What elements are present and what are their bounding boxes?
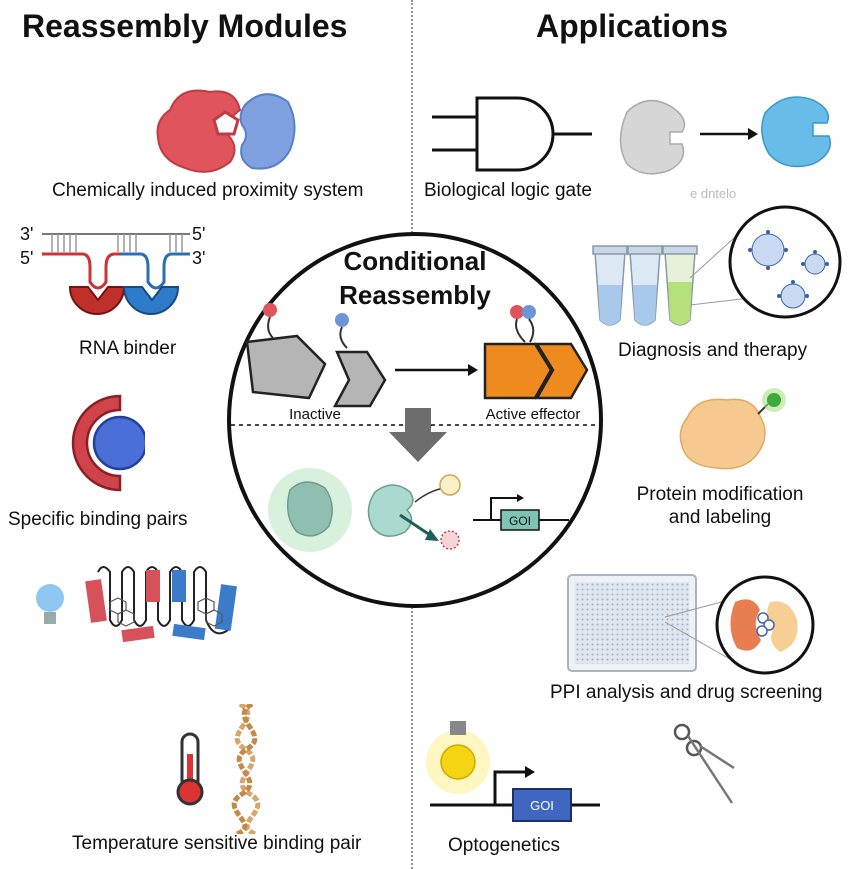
goi-opto-label: GOI <box>530 798 554 813</box>
logic-gate-icon <box>432 96 758 175</box>
rna-label-3-top: 3' <box>20 224 33 244</box>
diagnosis-icon <box>592 205 842 326</box>
module-label-chemical: Chemically induced proximity system <box>52 180 364 201</box>
app-label-protein-modification-1: Protein modification <box>636 484 804 505</box>
optogenetics-icon: GOI <box>426 721 600 822</box>
center-title-line2: Reassembly <box>339 280 491 310</box>
center-title-line1: Conditional <box>344 246 487 276</box>
rna-label-5-bottom: 5' <box>20 248 33 268</box>
chemical-proximity-icon <box>156 89 296 173</box>
app-label-protein-modification-2: and labeling <box>668 507 772 528</box>
rna-label-5-top: 5' <box>192 224 205 244</box>
binding-pair-icon <box>71 394 145 492</box>
active-protein-icon <box>761 96 831 168</box>
thermometer-helix-icon <box>176 704 261 834</box>
conditional-reassembly-circle: Conditional Reassembly Inactive Active e… <box>227 232 603 608</box>
module-label-rna: RNA binder <box>79 338 177 359</box>
goi-center-label: GOI <box>509 514 531 528</box>
inactive-label: Inactive <box>289 406 341 423</box>
app-label-ppi: PPI analysis and drug screening <box>550 682 823 703</box>
rna-binder-icon: 3' 5' 5' 3' <box>20 224 205 315</box>
logic-gate-faint-text: e dntelo <box>690 186 737 201</box>
protein-modification-icon <box>679 388 786 470</box>
active-effector-label: Active effector <box>486 406 581 423</box>
app-label-logic-gate: Biological logic gate <box>424 180 592 201</box>
left-section-title: Reassembly Modules <box>22 8 348 44</box>
rna-label-3-bottom: 3' <box>192 248 205 268</box>
app-label-optogenetics: Optogenetics <box>448 835 560 856</box>
right-section-title: Applications <box>536 8 729 44</box>
scissors-icon <box>673 723 735 804</box>
light-domain-icon <box>36 566 237 643</box>
app-label-diagnosis: Diagnosis and therapy <box>618 340 808 361</box>
module-label-temperature: Temperature sensitive binding pair <box>72 833 362 854</box>
ppi-screening-icon <box>567 574 815 675</box>
module-label-binding: Specific binding pairs <box>8 509 188 530</box>
